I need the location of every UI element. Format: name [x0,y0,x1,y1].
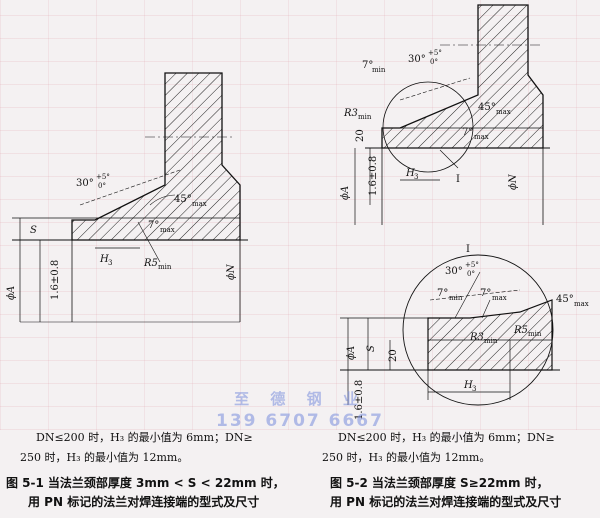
detail-label-h3: H [463,380,473,391]
figure-5-2-detail-drawing: I 30° +5° 0° 7° min 7° max 45° max R3 mi… [340,244,589,420]
label-30-tol2-fig2: 0° [430,58,438,66]
detail-title: I [466,244,470,255]
detail-bevel-line [429,289,521,301]
caption-line-1-fig1: 当法兰颈部厚度 3mm < S < 22mm 时， [47,476,285,490]
detail-circle-large [402,254,554,406]
note-line-1-fig2: DN≤200 时，H₃ 的最小值为 6mm；DN≥ [338,431,555,444]
label-45-sub-fig2: max [496,108,511,116]
label-30-fig1: 30° [76,178,94,189]
label-i-fig2: I [456,174,460,185]
caption-num-fig2: 图 5-2 [330,476,368,490]
caption-num-fig1: 图 5-1 [6,476,44,490]
detail-label-phia: ϕA [346,346,357,360]
label-7min-fig2: 7° [362,60,373,71]
label-phin-fig1: ϕN [226,263,237,280]
detail-label-r5-sub: min [528,330,542,338]
label-phia-fig1: ϕA [6,286,17,300]
caption-line-2-fig1: 用 PN 标记的法兰对焊连接端的型式及尺寸 [28,495,260,509]
detail-label-7max-sub: max [492,294,507,302]
label-s-fig1: S [30,225,37,236]
label-r5-fig1: R5 [143,258,158,269]
detail-label-r5: R5 [513,325,528,336]
note-line-2-fig2: 250 时，H₃ 的最小值为 12mm。 [322,451,491,464]
figure-5-2-note: DN≤200 时，H₃ 的最小值为 6mm；DN≥ 250 时，H₃ 的最小值为… [322,428,592,468]
watermark-phone: 139 6707 6667 [216,411,384,431]
detail-label-r3: R3 [469,332,484,343]
label-r5-sub-fig1: min [158,263,172,271]
detail-label-7min: 7° [437,288,448,299]
flange-section-fig1 [71,72,241,241]
label-7-fig1: 7° [148,220,159,231]
detail-circle-fig2 [382,81,474,173]
leader-i-fig2 [439,149,459,169]
label-h3-sub-fig2: 3 [414,173,418,181]
detail-leader-30 [454,271,481,319]
detail-label-45-sub: max [574,300,589,308]
label-45-fig2: 45° [478,102,496,113]
label-30-tol-fig2: +5° [428,49,442,57]
label-7min-sub-fig2: min [372,66,386,74]
leader-r5-fig1 [137,221,161,263]
label-20-fig2: 20 [355,129,366,142]
label-phia-fig2: ϕA [340,186,351,200]
label-root-fig1: 1.6±0.8 [50,260,61,300]
arc-45-fig1 [149,194,176,206]
detail-label-30-tol: +5° [465,261,479,269]
label-h3-fig2: H [405,168,415,179]
label-30-tol2-fig1: 0° [98,182,106,190]
label-30-tol-fig1: +5° [96,173,110,181]
figure-5-2-drawing: 7° min 30° +5° 0° R3 min 45° max 7° max … [340,4,550,225]
label-7max-fig2: 7° [462,127,473,138]
detail-label-r3-sub: min [484,337,498,345]
detail-label-7max: 7° [480,288,491,299]
detail-label-45: 45° [556,294,574,305]
label-r3-fig2: R3 [343,108,358,119]
label-r3-sub-fig2: min [358,113,372,121]
label-h3-fig1: H [99,254,109,265]
detail-label-h3-sub: 3 [472,385,476,393]
label-45-sub-fig1: max [192,200,207,208]
figure-5-1-drawing: 30° +5° 0° 45° max 7° max S H 3 R5 min 1… [6,72,248,323]
detail-label-s: S [366,345,377,352]
figures-canvas: 30° +5° 0° 45° max 7° max S H 3 R5 min 1… [6,4,589,420]
detail-label-7min-sub: min [449,294,463,302]
note-line-2-fig1: 250 时，H₃ 的最小值为 12mm。 [20,451,189,464]
label-h3-sub-fig1: 3 [108,259,112,267]
watermark-name: 至 德 钢 业 [234,390,366,408]
figure-5-1-note: DN≤200 时，H₃ 的最小值为 6mm；DN≥ 250 时，H₃ 的最小值为… [20,428,290,468]
detail-label-root: 1.6±0.8 [354,380,365,420]
label-root-fig2: 1.6±0.8 [368,156,379,196]
label-45-fig1: 45° [174,194,192,205]
detail-leader-7max [481,299,491,319]
label-7max-sub-fig2: max [474,133,489,141]
detail-label-30: 30° [445,266,463,277]
bevel-line-fig2 [399,77,471,101]
caption-line-2-fig2: 用 PN 标记的法兰对焊连接端的型式及尺寸 [330,495,562,509]
detail-label-20: 20 [388,349,399,362]
detail-label-30-tol2: 0° [467,270,475,278]
label-30-fig2: 30° [408,54,426,65]
caption-line-1-fig2: 当法兰颈部厚度 S≥22mm 时， [371,476,549,490]
note-line-1-fig1: DN≤200 时，H₃ 的最小值为 6mm；DN≥ [36,431,253,444]
label-7-sub-fig1: max [160,226,175,234]
watermark: 至 德 钢 业 139 6707 6667 [200,388,400,431]
label-phin-fig2: ϕN [508,173,519,190]
